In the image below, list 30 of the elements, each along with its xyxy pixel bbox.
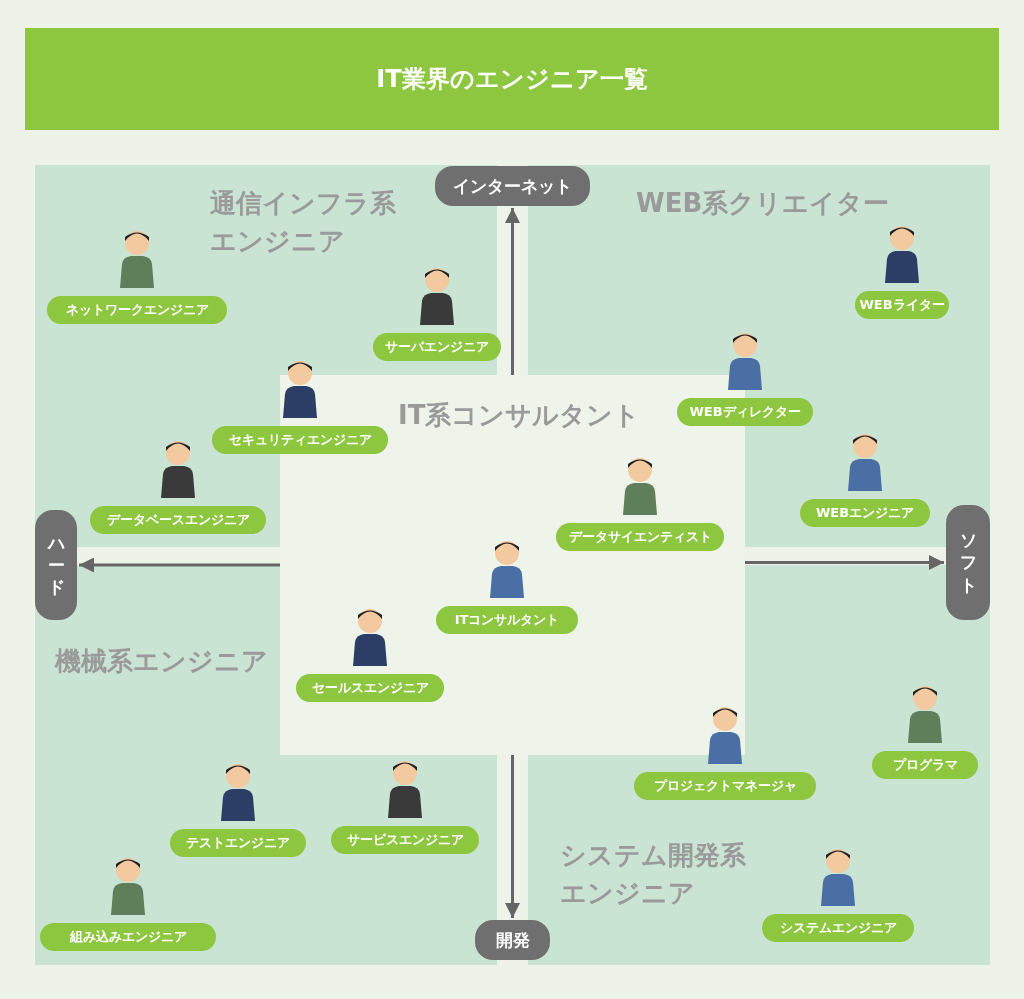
role-label: ITコンサルタント [436, 606, 578, 634]
role-label: サーバエンジニア [373, 333, 501, 361]
role-label: セールスエンジニア [296, 674, 444, 702]
arrow [505, 208, 520, 375]
quadrant-heading: 通信インフラ系エンジニア [210, 187, 397, 258]
role-label: システムエンジニア [762, 914, 914, 942]
role-label: テストエンジニア [170, 829, 306, 857]
role-label: プログラマ [872, 751, 978, 779]
role-label: サービスエンジニア [331, 826, 479, 854]
role-label: ネットワークエンジニア [47, 296, 227, 324]
role-label: セキュリティエンジニア [212, 426, 388, 454]
axis-label: インターネット [435, 166, 590, 206]
role-label: 組み込みエンジニア [40, 923, 216, 951]
axis-label: ソフト [946, 505, 990, 620]
axis-label: 開発 [475, 920, 550, 960]
role-label: データサイエンティスト [556, 523, 724, 551]
quadrant-heading: IT系コンサルタント [398, 399, 641, 432]
role-label: プロジェクトマネージャ [634, 772, 816, 800]
arrow [79, 557, 280, 573]
quadrant-heading: システム開発系エンジニア [560, 839, 747, 910]
arrow [745, 555, 944, 570]
role-label: データベースエンジニア [90, 506, 266, 534]
role-label: WEBディレクター [677, 398, 813, 426]
arrow [505, 755, 520, 918]
quadrant-heading: WEB系クリエイター [636, 187, 890, 220]
axis-label: ハード [35, 510, 77, 620]
title-banner: IT業界のエンジニア一覧 [25, 28, 999, 130]
role-label: WEBライター [855, 291, 949, 319]
role-label: WEBエンジニア [800, 499, 930, 527]
quadrant-heading: 機械系エンジニア [55, 645, 268, 678]
